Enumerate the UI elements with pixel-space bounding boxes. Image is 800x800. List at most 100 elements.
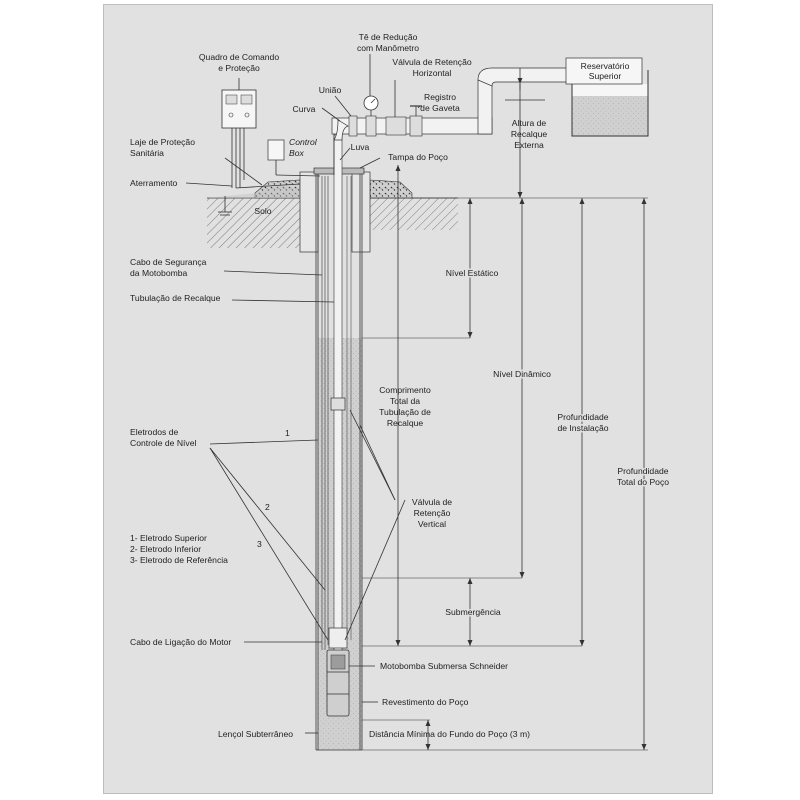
label-eletrodos-1: Eletrodos de <box>130 427 178 437</box>
label-prof-total-2: Total do Poço <box>617 477 669 487</box>
label-control-1: Control <box>289 137 318 147</box>
vertical-check-valve <box>330 397 346 411</box>
svg-text:Reservatório: Reservatório <box>581 61 630 71</box>
svg-text:1- Eletrodo Superior: 1- Eletrodo Superior <box>130 533 207 543</box>
discharge-pipe <box>321 134 352 717</box>
svg-text:Horizontal: Horizontal <box>413 68 452 78</box>
label-solo: Solo <box>254 206 271 216</box>
label-altura-1: Altura de <box>512 118 547 128</box>
label-legenda-2: 2- Eletrodo Inferior <box>130 544 201 554</box>
svg-text:com Manômetro: com Manômetro <box>357 43 419 53</box>
svg-text:Altura de: Altura de <box>512 118 547 128</box>
svg-text:Total do Poço: Total do Poço <box>617 477 669 487</box>
label-prof-total-1: Profundidade <box>617 466 668 476</box>
label-valv-h-1: Válvula de Retenção <box>392 57 472 67</box>
label-altura-3: Externa <box>514 140 544 150</box>
svg-text:Quadro de Comando: Quadro de Comando <box>199 52 279 62</box>
label-te-1: Tê de Redução <box>359 32 418 42</box>
label-reservatorio-1: Reservatório <box>581 61 630 71</box>
label-cabo-seg-1: Cabo de Segurança <box>130 257 207 267</box>
svg-text:3- Eletrodo de Referência: 3- Eletrodo de Referência <box>130 555 228 565</box>
label-altura-2: Recalque <box>511 129 548 139</box>
label-tampa: Tampa do Poço <box>388 152 448 162</box>
svg-text:da Motobomba: da Motobomba <box>130 268 188 278</box>
label-cabo-seg-2: da Motobomba <box>130 268 188 278</box>
dimension-lines <box>362 68 648 751</box>
label-comp-2: Total da <box>390 396 420 406</box>
label-motobomba: Motobomba Submersa Schneider <box>380 661 508 671</box>
label-legenda-1: 1- Eletrodo Superior <box>130 533 207 543</box>
label-control-2: Box <box>289 148 305 158</box>
surface-piping <box>218 67 571 216</box>
svg-text:Controle de Nível: Controle de Nível <box>130 438 196 448</box>
svg-text:Box: Box <box>289 148 305 158</box>
svg-text:Profundidade: Profundidade <box>557 412 608 422</box>
svg-text:Superior: Superior <box>589 71 622 81</box>
horizontal-check-valve <box>385 116 407 136</box>
svg-text:Sanitária: Sanitária <box>130 148 164 158</box>
label-laje-1: Laje de Proteção <box>130 137 195 147</box>
union-fitting <box>348 115 358 137</box>
label-quadro-1: Quadro de Comando <box>199 52 279 62</box>
svg-text:Tubulação de: Tubulação de <box>379 407 431 417</box>
label-distancia: Distância Mínima do Fundo do Poço (3 m) <box>369 729 530 739</box>
label-valv-h-2: Horizontal <box>413 68 452 78</box>
upper-reservoir <box>565 57 649 137</box>
svg-text:de Instalação: de Instalação <box>557 423 608 433</box>
svg-text:Retenção: Retenção <box>414 508 451 518</box>
label-laje-2: Sanitária <box>130 148 164 158</box>
label-curva: Curva <box>293 104 316 114</box>
label-cabo-motor: Cabo de Ligação do Motor <box>130 637 231 647</box>
label-lencol: Lençol Subterrâneo <box>218 729 293 739</box>
label-luva: Luva <box>351 142 370 152</box>
svg-text:Comprimento: Comprimento <box>379 385 431 395</box>
svg-text:2- Eletrodo Inferior: 2- Eletrodo Inferior <box>130 544 201 554</box>
label-uniao: União <box>319 85 342 95</box>
svg-text:Recalque: Recalque <box>387 418 424 428</box>
label-te-2: com Manômetro <box>357 43 419 53</box>
label-prof-inst-1: Profundidade <box>557 412 608 422</box>
label-aterramento: Aterramento <box>130 178 178 188</box>
svg-text:Control: Control <box>289 137 318 147</box>
svg-text:Externa: Externa <box>514 140 544 150</box>
labels: Quadro de Comando e Proteção Tê de Reduç… <box>130 32 671 739</box>
svg-text:Válvula de: Válvula de <box>412 497 452 507</box>
svg-text:de Gaveta: de Gaveta <box>420 103 460 113</box>
label-comp-1: Comprimento <box>379 385 431 395</box>
label-num-3: 3 <box>257 539 262 549</box>
control-box <box>267 139 285 161</box>
label-comp-3: Tubulação de <box>379 407 431 417</box>
label-tubulacao: Tubulação de Recalque <box>130 293 221 303</box>
label-revestimento: Revestimento do Poço <box>382 697 469 707</box>
svg-text:Vertical: Vertical <box>418 519 446 529</box>
svg-text:e Proteção: e Proteção <box>218 63 260 73</box>
svg-text:Total da: Total da <box>390 396 420 406</box>
label-eletrodos-2: Controle de Nível <box>130 438 196 448</box>
label-nivel-estatico: Nível Estático <box>446 268 499 278</box>
svg-text:Tê de Redução: Tê de Redução <box>359 32 418 42</box>
label-prof-inst-2: de Instalação <box>557 423 608 433</box>
ground <box>207 179 458 248</box>
svg-text:Cabo de Segurança: Cabo de Segurança <box>130 257 207 267</box>
svg-text:Registro: Registro <box>424 92 456 102</box>
label-valv-v-2: Retenção <box>414 508 451 518</box>
label-reservatorio-2: Superior <box>589 71 622 81</box>
label-quadro-2: e Proteção <box>218 63 260 73</box>
label-legenda-3: 3- Eletrodo de Referência <box>130 555 228 565</box>
label-valv-v-3: Vertical <box>418 519 446 529</box>
label-submergencia: Submergência <box>445 607 501 617</box>
svg-text:Eletrodos de: Eletrodos de <box>130 427 178 437</box>
svg-text:Válvula de Retenção: Válvula de Retenção <box>392 57 472 67</box>
svg-text:Recalque: Recalque <box>511 129 548 139</box>
label-registro-1: Registro <box>424 92 456 102</box>
label-num-2: 2 <box>265 502 270 512</box>
label-registro-2: de Gaveta <box>420 103 460 113</box>
label-comp-4: Recalque <box>387 418 424 428</box>
svg-text:Profundidade: Profundidade <box>617 466 668 476</box>
label-num-1: 1 <box>285 428 290 438</box>
protection-slab-right <box>369 179 413 199</box>
leader-lines <box>185 54 545 734</box>
svg-text:Laje de Proteção: Laje de Proteção <box>130 137 195 147</box>
label-nivel-dinamico: Nível Dinâmico <box>493 369 551 379</box>
